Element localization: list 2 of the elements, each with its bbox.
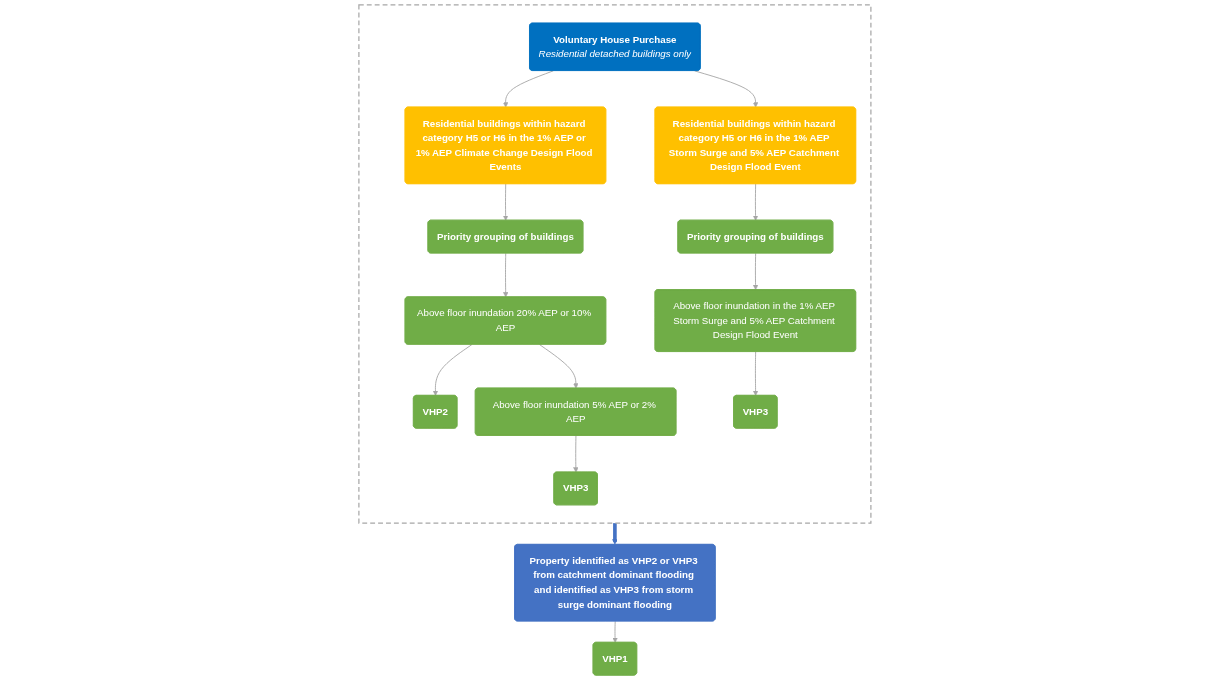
arrow	[611, 523, 618, 545]
cluster	[357, 4, 872, 524]
